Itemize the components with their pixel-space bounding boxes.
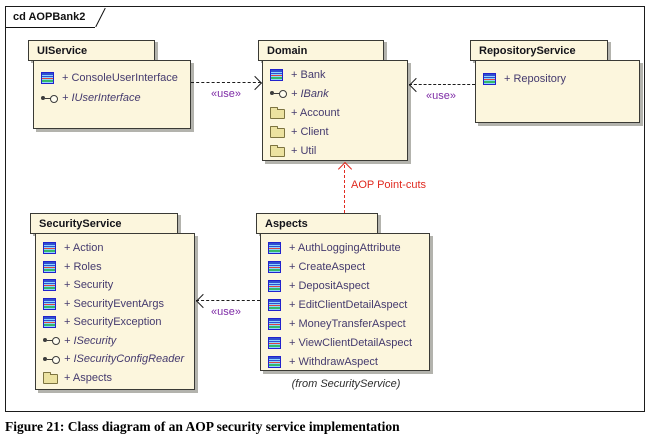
member-label: + Bank xyxy=(291,68,326,81)
member-label: + WithdrawAspect xyxy=(289,355,378,368)
package-folder-icon xyxy=(43,371,58,384)
package-name: UIService xyxy=(37,45,88,57)
package-tab-uiservice: UIService xyxy=(28,40,155,61)
package-body-repositoryservice: + Repository xyxy=(475,60,640,123)
member-label: + EditClientDetailAspect xyxy=(289,298,408,311)
member-label: + Action xyxy=(64,242,104,255)
member-item: + Util xyxy=(263,141,407,160)
class-icon xyxy=(43,316,56,329)
dependency-line-uiservice-domain xyxy=(191,82,261,83)
package-name: Domain xyxy=(267,45,308,57)
package-tab-domain: Domain xyxy=(258,40,384,61)
dependency-line-aspects-securityservice xyxy=(196,300,260,301)
member-item: + ConsoleUserInterface xyxy=(34,68,190,88)
class-icon xyxy=(43,279,56,292)
interface-lollipop-icon xyxy=(270,89,287,98)
package-folder-icon xyxy=(270,106,285,119)
class-icon xyxy=(268,279,281,292)
pointcut-label: AOP Point-cuts xyxy=(351,179,426,191)
member-label: + ViewClientDetailAspect xyxy=(289,336,412,349)
stereotype-label: «use» xyxy=(211,88,241,100)
member-item: + IBank xyxy=(263,84,407,103)
member-item: + Account xyxy=(263,103,407,122)
member-item: + Bank xyxy=(263,65,407,84)
member-item: + Action xyxy=(36,239,194,258)
interface-lollipop-icon xyxy=(41,93,58,103)
package-tab-repositoryservice: RepositoryService xyxy=(470,40,608,61)
member-label: + ISecurity xyxy=(64,334,117,347)
frame-tab-border xyxy=(6,27,95,28)
member-label: + Aspects xyxy=(64,371,113,384)
member-item: + WithdrawAspect xyxy=(261,352,429,371)
class-icon xyxy=(268,241,281,254)
member-item: + ISecurityConfigReader xyxy=(36,350,194,369)
package-folder-icon xyxy=(270,125,285,138)
package-body-securityservice: + Action + Roles + Security + SecurityEv… xyxy=(35,233,195,390)
member-label: + CreateAspect xyxy=(289,260,366,273)
member-label: + Security xyxy=(64,279,114,292)
member-label: + Repository xyxy=(504,73,567,85)
package-note-from-securityservice: (from SecurityService) xyxy=(291,378,401,390)
class-icon xyxy=(268,355,281,368)
member-label: + IBank xyxy=(291,87,329,100)
class-icon xyxy=(268,260,281,273)
member-item: + MoneyTransferAspect xyxy=(261,314,429,333)
member-item: + ViewClientDetailAspect xyxy=(261,333,429,352)
member-label: + MoneyTransferAspect xyxy=(289,317,406,330)
interface-lollipop-icon xyxy=(43,336,60,346)
class-icon xyxy=(270,68,283,81)
class-icon xyxy=(43,260,56,273)
member-item: + Client xyxy=(263,122,407,141)
member-label: + SecurityEventArgs xyxy=(64,297,164,310)
member-label: + Roles xyxy=(64,260,102,273)
package-name: SecurityService xyxy=(39,218,122,230)
member-label: + SecurityException xyxy=(64,316,162,329)
member-item: + EditClientDetailAspect xyxy=(261,295,429,314)
package-body-domain: + Bank + IBank + Account + Client + Util xyxy=(262,60,408,161)
member-label: + ISecurityConfigReader xyxy=(64,353,185,366)
member-item: + SecurityException xyxy=(36,313,194,332)
frame-title: cd AOPBank2 xyxy=(13,11,86,23)
pointcut-line-aspects-domain xyxy=(344,165,345,213)
package-name: RepositoryService xyxy=(479,45,576,57)
package-tab-aspects: Aspects xyxy=(256,213,378,234)
package-name: Aspects xyxy=(265,218,308,230)
member-label: + ConsoleUserInterface xyxy=(62,72,178,84)
member-label: + Client xyxy=(291,125,329,138)
package-body-uiservice: + ConsoleUserInterface + IUserInterface xyxy=(33,60,191,129)
stereotype-label: «use» xyxy=(426,90,456,102)
member-label: + IUserInterface xyxy=(62,92,141,104)
figure-caption: Figure 21: Class diagram of an AOP secur… xyxy=(5,419,400,434)
member-label: + DepositAspect xyxy=(289,279,370,292)
package-body-aspects: + AuthLoggingAttribute + CreateAspect + … xyxy=(260,233,430,371)
class-icon xyxy=(268,298,281,311)
package-tab-securityservice: SecurityService xyxy=(30,213,178,234)
dependency-line-repositoryservice-domain xyxy=(409,84,475,85)
member-item: + Aspects xyxy=(36,369,194,388)
class-icon xyxy=(43,297,56,310)
member-label: + AuthLoggingAttribute xyxy=(289,241,401,254)
class-icon xyxy=(41,72,54,84)
member-item: + Repository xyxy=(476,69,639,89)
member-item: + CreateAspect xyxy=(261,257,429,276)
member-item: + SecurityEventArgs xyxy=(36,295,194,314)
member-label: + Account xyxy=(291,106,340,119)
interface-lollipop-icon xyxy=(43,354,60,364)
member-item: + ISecurity xyxy=(36,332,194,351)
member-item: + Roles xyxy=(36,258,194,277)
member-item: + Security xyxy=(36,276,194,295)
class-icon xyxy=(483,73,496,85)
member-item: + AuthLoggingAttribute xyxy=(261,238,429,257)
member-item: + DepositAspect xyxy=(261,276,429,295)
stereotype-label: «use» xyxy=(211,306,241,318)
class-icon xyxy=(43,242,56,255)
class-icon xyxy=(268,317,281,330)
package-folder-icon xyxy=(270,144,285,157)
class-icon xyxy=(268,336,281,349)
member-label: + Util xyxy=(291,144,317,157)
member-item: + IUserInterface xyxy=(34,88,190,108)
